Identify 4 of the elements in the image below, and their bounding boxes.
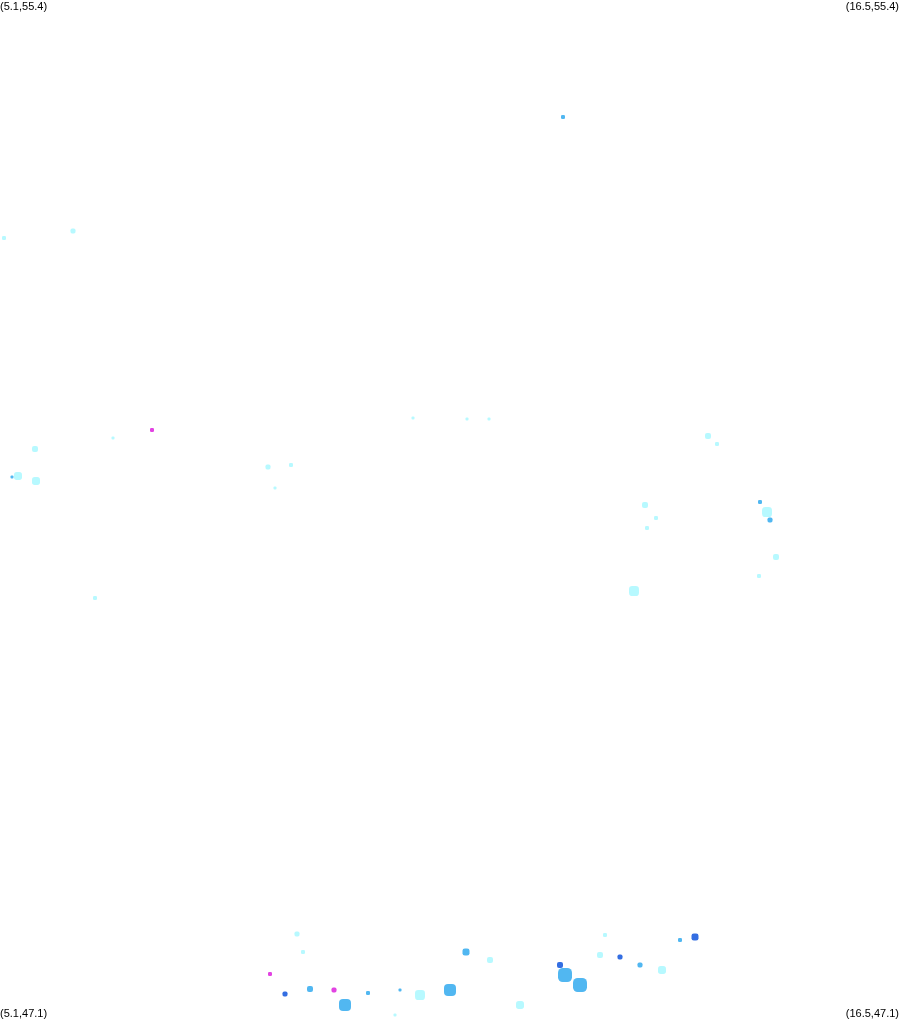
coordinate-label: (16.5,47.1) [845,1007,899,1020]
coordinate-label: (16.5,55.4) [845,0,899,13]
coordinate-label: (5.1,55.4) [0,0,48,13]
coordinate-label: (5.1,47.1) [0,1007,48,1020]
